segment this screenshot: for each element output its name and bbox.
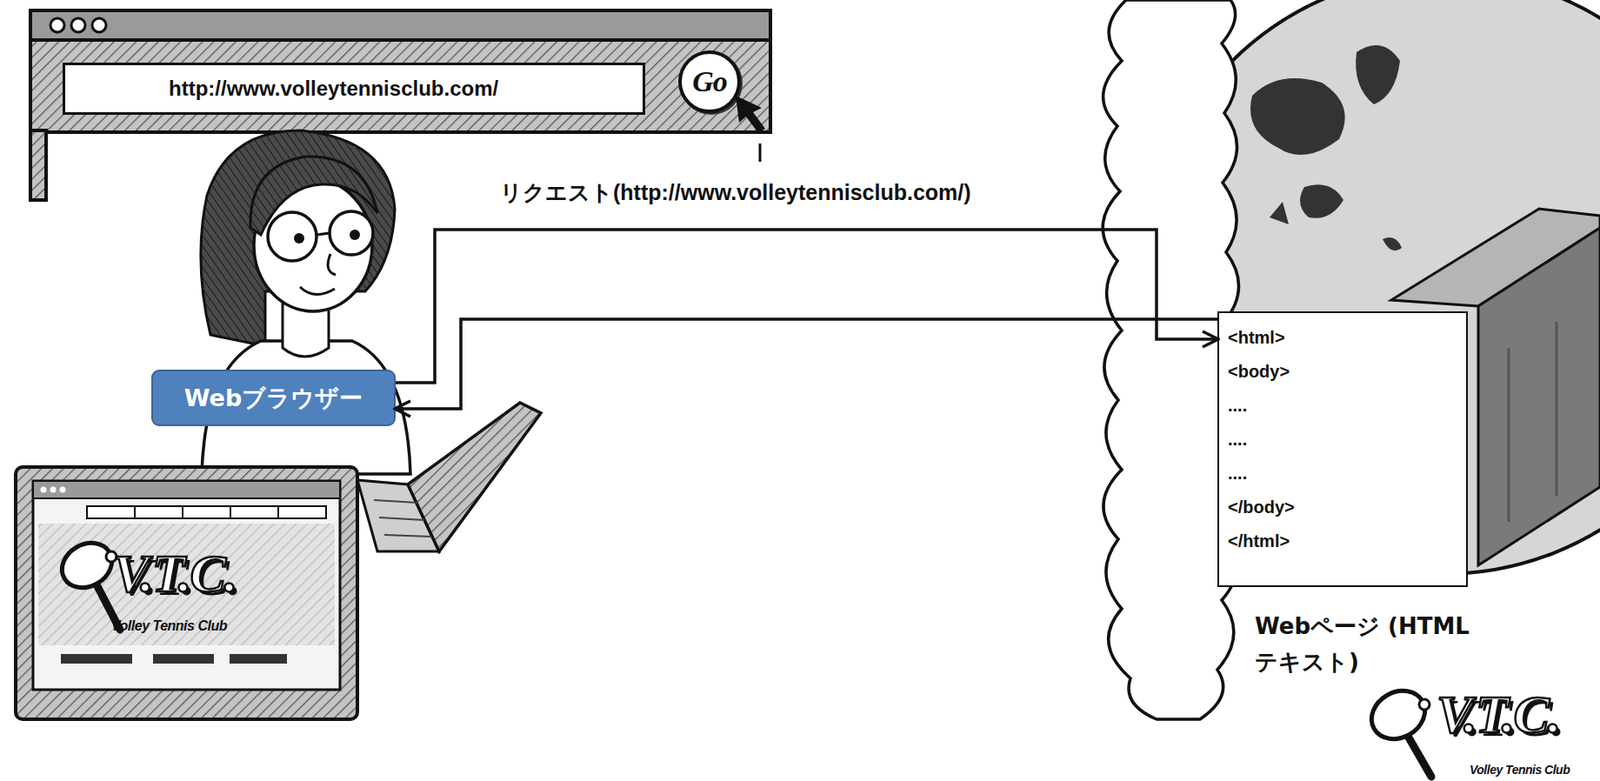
continent (1355, 45, 1400, 105)
mouse-cursor (735, 95, 766, 134)
logo-text: V.T.C. (113, 546, 236, 600)
server-side (1478, 227, 1600, 566)
tennis-ball (1419, 699, 1430, 710)
toolbar-frame (30, 10, 771, 133)
server-shade (1555, 321, 1559, 496)
url-text: http://www.volleytennisclub.com/ (168, 76, 499, 101)
glasses-lens (267, 212, 317, 261)
go-button: Go (678, 50, 741, 114)
logo-subtext: Volley Tennis Club (1469, 763, 1570, 776)
content-bar (60, 653, 133, 664)
keyboard-row (379, 517, 425, 520)
nav-divider (133, 506, 136, 519)
window-dot (71, 18, 86, 33)
smile (300, 286, 335, 295)
box-label: Webブラウザー (184, 382, 363, 414)
toolbar-titlebar (30, 10, 771, 40)
server-shade (1507, 347, 1511, 522)
toolbar-side (30, 130, 47, 200)
island (1269, 201, 1289, 225)
html-document-box: <html><body>............</body></html>We… (1217, 311, 1468, 587)
code-line: <body> (1227, 354, 1458, 389)
glasses-bridge (316, 233, 330, 235)
logo-subtext: Volley Tennis Club (111, 619, 227, 634)
nav-divider (277, 506, 280, 519)
code-line: .... (1227, 456, 1458, 491)
button-text: Go (692, 65, 727, 99)
screen-titlebar (33, 480, 340, 499)
nose (327, 253, 336, 275)
window-dot (40, 486, 47, 494)
nav-divider (181, 506, 184, 519)
screen-hero (38, 523, 335, 646)
laptop-lid (407, 402, 541, 552)
eye (349, 229, 360, 240)
content-bar (229, 653, 287, 664)
island (1382, 237, 1402, 251)
logo-text: V.T.C. (1436, 686, 1560, 741)
flow-arrow (395, 229, 1218, 383)
keyboard-row (373, 500, 418, 503)
flow-arrow (395, 319, 1218, 409)
code-line: </body> (1227, 490, 1458, 525)
window-dot (50, 486, 57, 494)
eye (293, 233, 305, 244)
window-dot (92, 18, 107, 33)
racket-handle (1408, 737, 1432, 777)
code-line: .... (1227, 388, 1458, 423)
document-caption: Webページ (HTMLテキスト) (1254, 608, 1473, 680)
continent (1250, 78, 1346, 155)
cursor-tick (759, 143, 762, 162)
code-line: .... (1227, 422, 1458, 457)
logo-racket (1362, 680, 1434, 777)
monitor-bezel (15, 466, 358, 720)
continent (1300, 184, 1344, 219)
screen-navbar (86, 506, 327, 519)
monitor (15, 466, 358, 720)
racket-head (53, 533, 120, 597)
code-line: <html> (1227, 320, 1458, 355)
content-bar (153, 653, 214, 664)
window-dot (50, 18, 65, 33)
code-line: </html> (1227, 524, 1458, 559)
monitor-screen (33, 480, 340, 690)
address-field: http://www.volleytennisclub.com/ (62, 62, 646, 115)
nav-divider (229, 506, 232, 519)
window-dot (60, 486, 67, 494)
browser-label-box: Webブラウザー (151, 369, 396, 427)
glasses-lens (329, 211, 374, 255)
edge-label: リクエスト(http://www.volleytennisclub.com/) (500, 178, 972, 207)
browser-toolbar (30, 10, 771, 200)
racket-head (1362, 680, 1434, 748)
keyboard-row (384, 534, 432, 537)
